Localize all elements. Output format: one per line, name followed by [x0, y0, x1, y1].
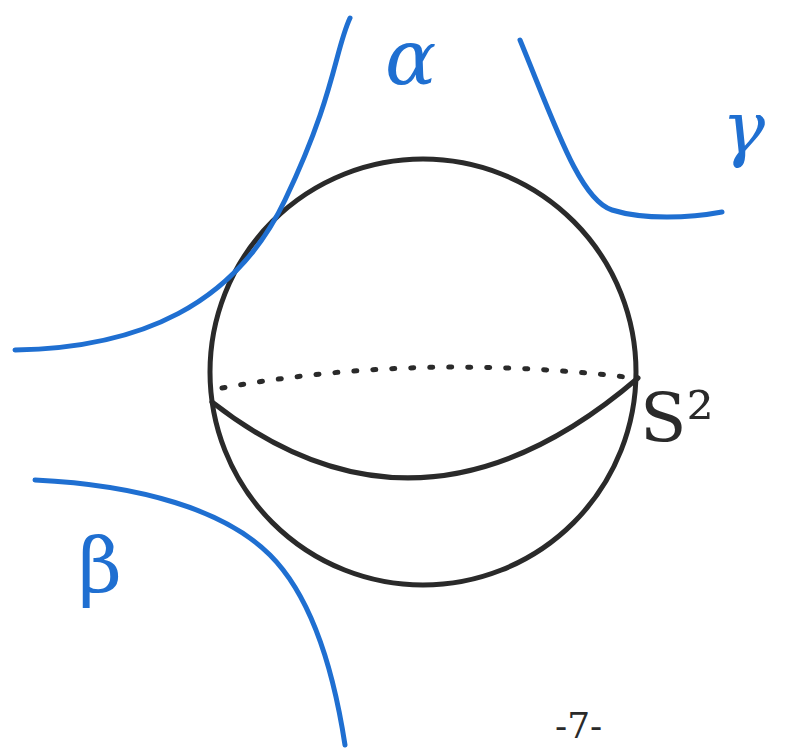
- equator-back: [222, 367, 634, 388]
- curve-label: γ: [722, 92, 765, 164]
- equator-front: [212, 378, 638, 478]
- curve-alpha: [15, 18, 350, 350]
- surface-label: S²: [640, 384, 714, 452]
- curve-gamma: [520, 40, 722, 217]
- curve-beta: [35, 480, 345, 745]
- page-number: -7-: [555, 708, 602, 744]
- curve-label: β: [78, 528, 122, 604]
- curve-label: α: [385, 20, 436, 96]
